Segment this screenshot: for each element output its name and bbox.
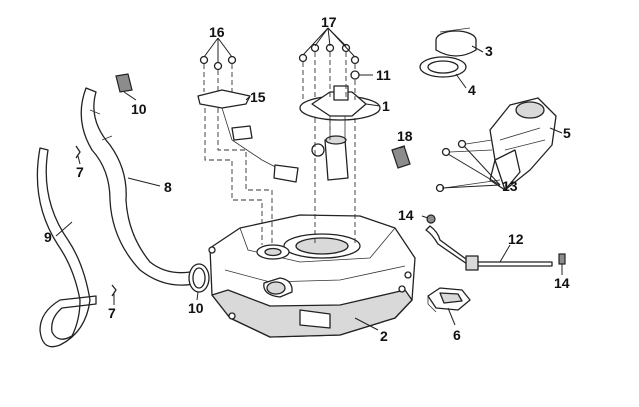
callout-17: 17 — [321, 14, 337, 30]
callout-5: 5 — [563, 125, 571, 141]
callout-13: 13 — [502, 178, 518, 194]
bolts-17 — [298, 43, 360, 245]
hose-clamp-upper — [115, 73, 133, 93]
callout-4: 4 — [468, 82, 476, 98]
bracket — [427, 287, 471, 313]
callout-7-lower: 7 — [108, 305, 116, 321]
nut-11 — [350, 70, 360, 80]
breather-hose — [80, 87, 203, 286]
callout-10-upper: 10 — [131, 101, 147, 117]
bolts-13 — [435, 139, 501, 193]
filler-neck — [489, 97, 557, 191]
hose-clamp-lower — [188, 263, 210, 293]
callout-8: 8 — [164, 179, 172, 195]
callout-1: 1 — [382, 98, 390, 114]
callout-6: 6 — [453, 327, 461, 343]
fuel-hose — [425, 225, 553, 271]
fuel-level-sender — [197, 89, 299, 183]
callout-2: 2 — [380, 328, 388, 344]
clamp-14-right — [558, 253, 566, 265]
clip-upper — [75, 145, 81, 159]
callout-9: 9 — [44, 229, 52, 245]
fuel-cap — [435, 27, 477, 57]
callout-14-right: 14 — [554, 275, 570, 291]
callout-7-upper: 7 — [76, 164, 84, 180]
callout-16: 16 — [209, 24, 225, 40]
callout-3: 3 — [485, 43, 493, 59]
fuel-pump-assembly — [299, 85, 381, 181]
cap-gasket — [419, 56, 467, 78]
clamp-14-left — [426, 214, 436, 224]
callout-15: 15 — [250, 89, 266, 105]
callout-12: 12 — [508, 231, 524, 247]
bolts-16 — [199, 55, 273, 245]
callout-14-left: 14 — [398, 207, 414, 223]
overflow-hose — [36, 147, 97, 348]
callout-11: 11 — [376, 67, 391, 83]
rubber-cushion — [391, 145, 411, 169]
clip-lower — [111, 284, 117, 297]
leader-lines — [55, 27, 563, 331]
fuel-tank — [208, 214, 416, 338]
callout-18: 18 — [397, 128, 413, 144]
callout-10-lower: 10 — [188, 300, 204, 316]
